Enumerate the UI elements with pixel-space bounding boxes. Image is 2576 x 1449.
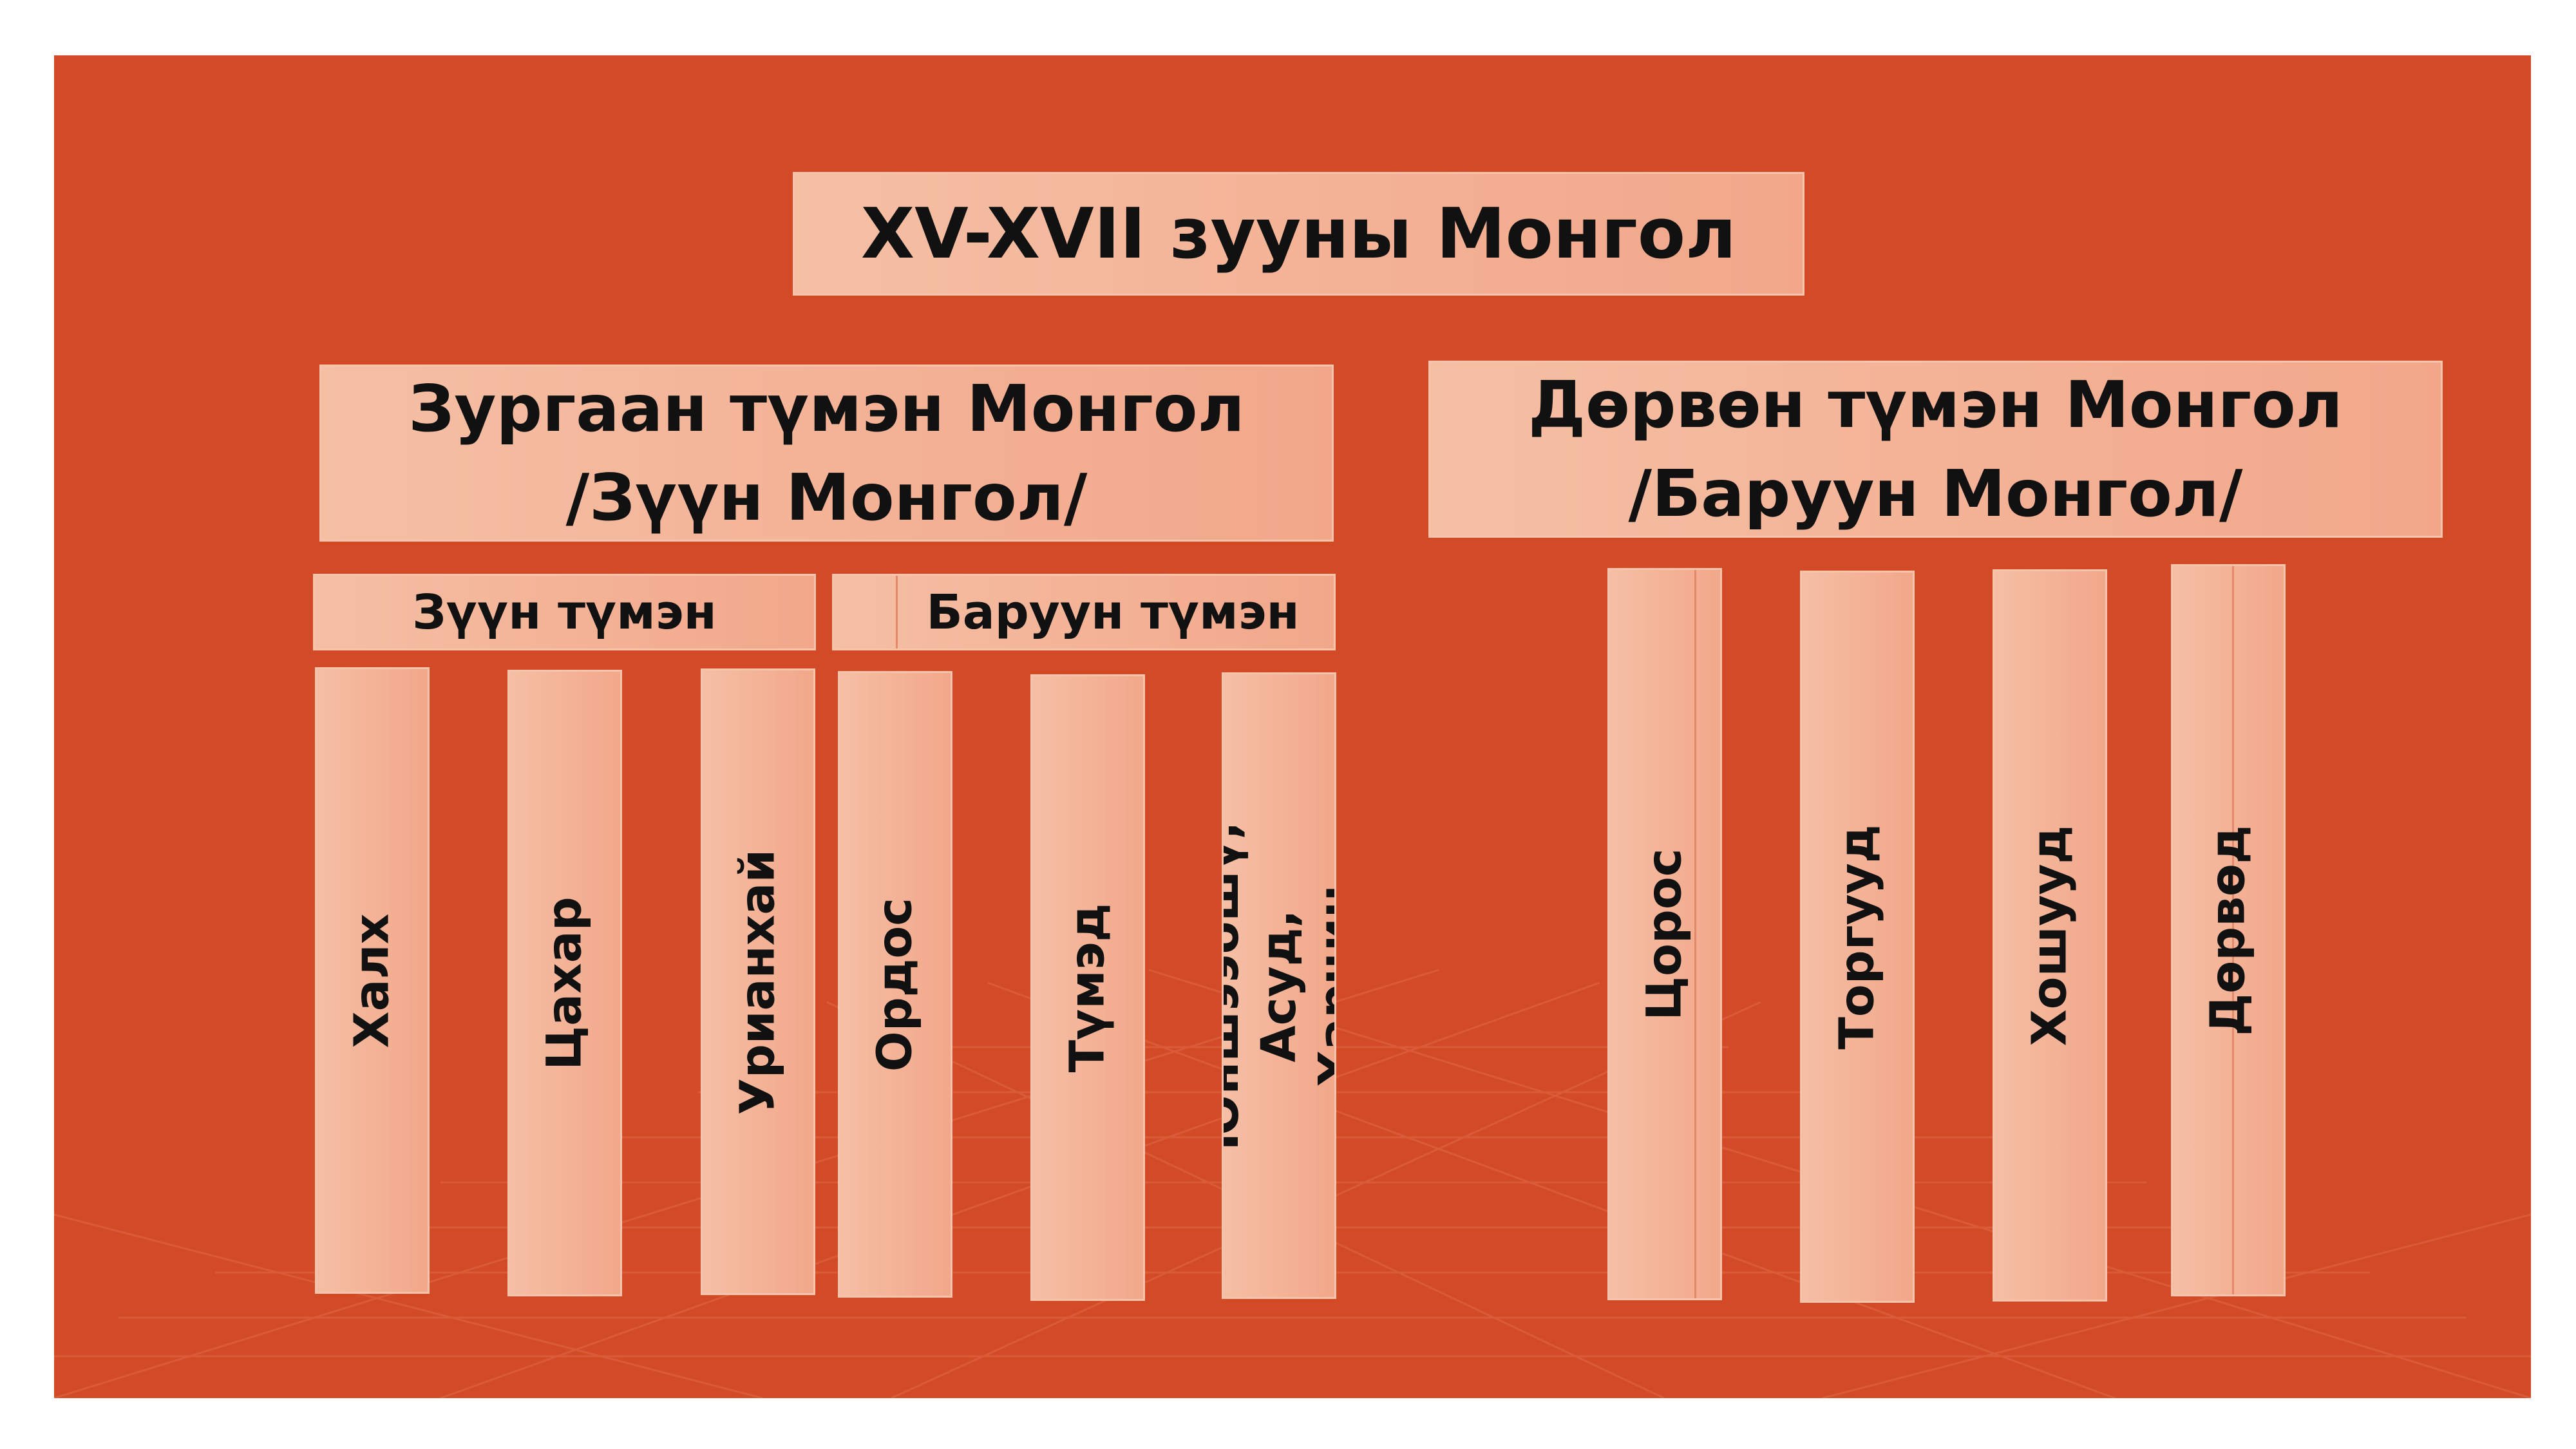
- column-khalkh-label: Халх: [344, 913, 400, 1048]
- column-durvud-seam: [2232, 566, 2234, 1294]
- column-ordos: Ордос: [838, 671, 952, 1298]
- column-durvud: Дөрвөд: [2171, 564, 2286, 1296]
- left-group-heading: Зургаан түмэн Монгол /Зүүн Монгол/: [319, 365, 1334, 542]
- column-tsoros-label: Цорос: [1636, 848, 1692, 1021]
- column-torguud-label: Торгууд: [1829, 824, 1885, 1050]
- column-khoshuud: Хошууд: [1993, 569, 2107, 1302]
- subgroup-west: Баруун түмэн: [832, 574, 1336, 650]
- right-group-heading: Дөрвөн түмэн Монгол /Баруун Монгол/: [1428, 361, 2443, 538]
- column-tumed: Түмэд: [1030, 674, 1145, 1301]
- subgroup-west-label: Баруун түмэн: [926, 584, 1300, 640]
- column-ordos-label: Ордос: [867, 897, 923, 1072]
- column-uriankhai-label: Урианхай: [730, 849, 786, 1115]
- column-tumed-label: Түмэд: [1059, 903, 1115, 1072]
- column-tsakhar: Цахар: [507, 670, 622, 1296]
- diagram-title: XV-XVII зууны Монгол: [793, 172, 1804, 296]
- column-uriankhai: Урианхай: [701, 668, 815, 1295]
- column-tsakhar-label: Цахар: [536, 896, 592, 1070]
- column-tsoros: Цорос: [1607, 568, 1722, 1300]
- column-yunshiyebu-label: Юншээбшү, Асуд, Харчин: [1222, 821, 1336, 1150]
- column-khoshuud-label: Хошууд: [2022, 825, 2078, 1046]
- subgroup-east: Зүүн түмэн: [313, 574, 816, 650]
- column-tsoros-seam: [1694, 570, 1696, 1298]
- left-group-heading-text: Зургаан түмэн Монгол /Зүүн Монгол/: [408, 370, 1245, 535]
- column-khalkh: Халх: [315, 667, 430, 1294]
- column-torguud: Торгууд: [1800, 571, 1915, 1303]
- column-yunshiyebu: Юншээбшү, Асуд, Харчин: [1222, 672, 1336, 1299]
- diagram-title-text: XV-XVII зууны Монгол: [860, 193, 1737, 274]
- subgroup-east-label: Зүүн түмэн: [412, 584, 717, 640]
- column-durvud-label: Дөрвөд: [2200, 824, 2256, 1036]
- right-group-heading-text: Дөрвөн түмэн Монгол /Баруун Монгол/: [1528, 366, 2343, 531]
- subgroup-west-seam: [896, 576, 898, 649]
